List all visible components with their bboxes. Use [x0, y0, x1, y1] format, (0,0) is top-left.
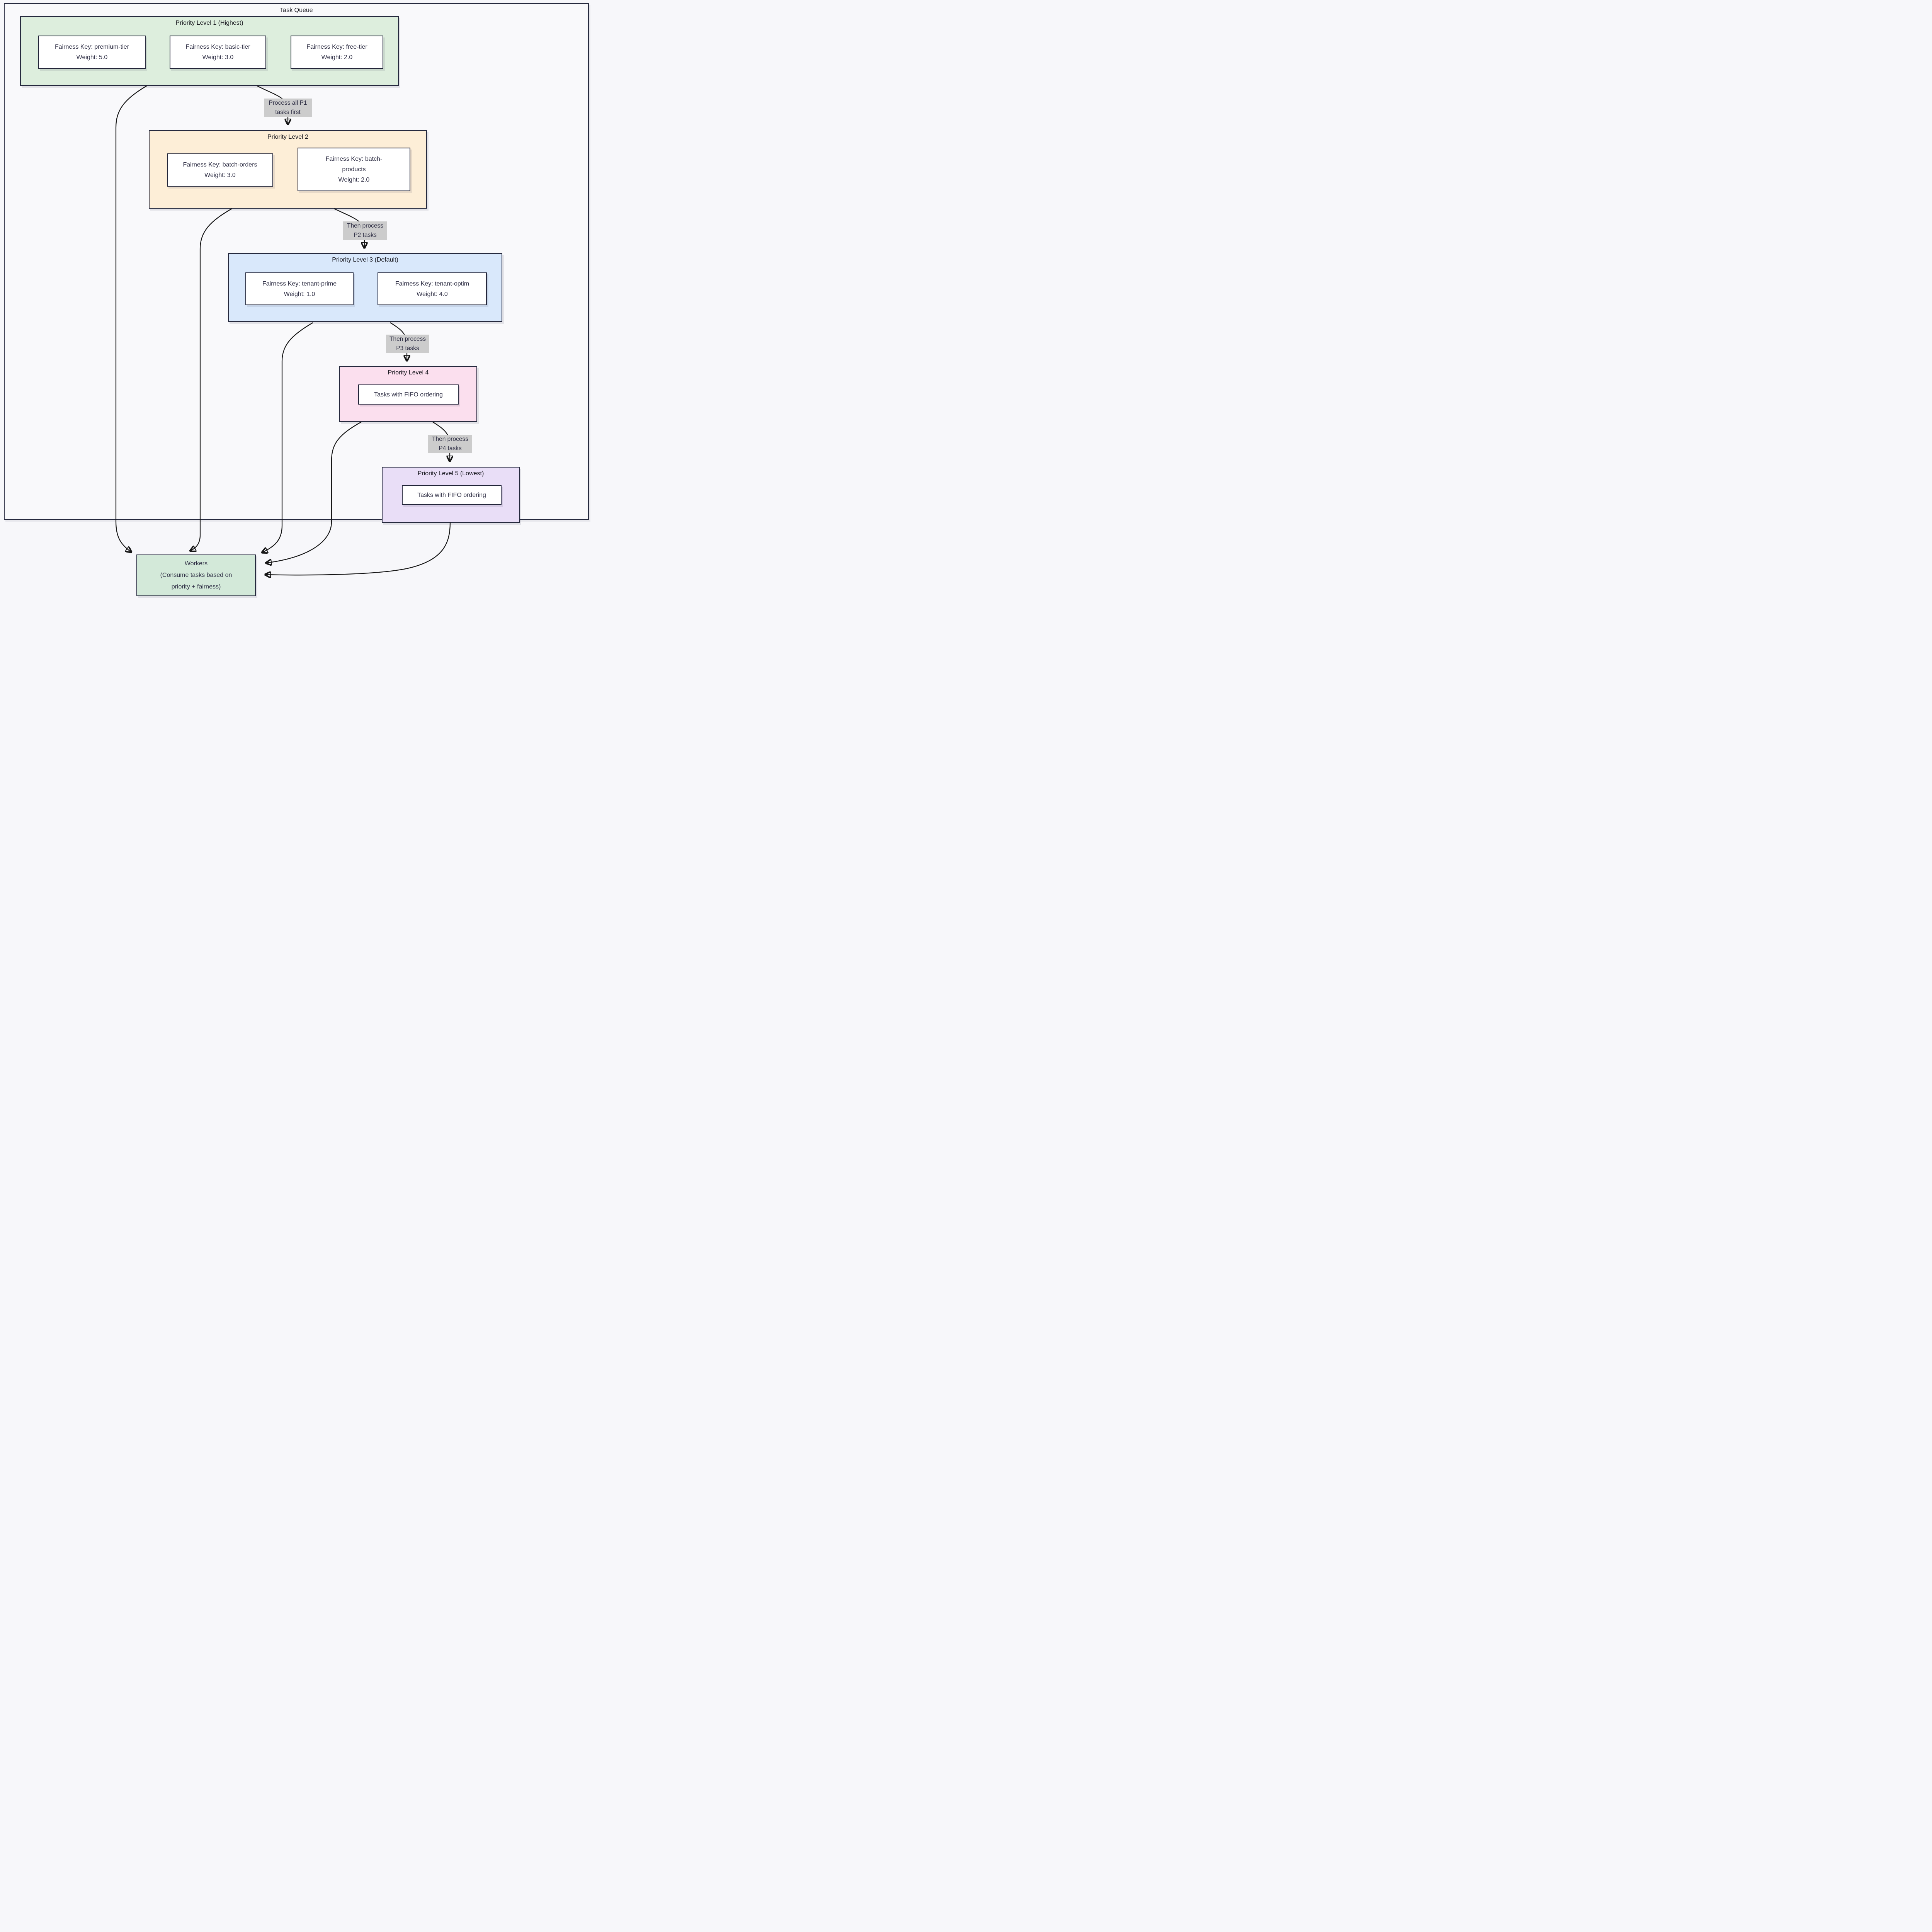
edge-label-process-p3: Then process P3 tasks	[386, 335, 429, 353]
fairness-node-batch-orders: Fairness Key: batch-orders Weight: 3.0	[167, 153, 273, 187]
node-text-line: products	[342, 166, 366, 173]
cluster-priority-4-title: Priority Level 4	[388, 369, 429, 376]
node-text-line: Weight: 3.0	[204, 172, 236, 179]
node-text-line: Weight: 2.0	[338, 177, 370, 183]
task-queue-title: Task Queue	[280, 7, 313, 14]
node-text-line: Tasks with FIFO ordering	[374, 391, 443, 398]
edge-p5-to-workers	[265, 522, 451, 575]
node-text-line: Fairness Key: batch-orders	[183, 162, 257, 168]
node-text-line: Fairness Key: batch-	[325, 156, 383, 162]
edge-label-line: P3 tasks	[396, 345, 419, 352]
cluster-priority-1: Priority Level 1 (Highest) Fairness Key:…	[20, 16, 399, 86]
node-text-line: Workers	[184, 560, 208, 567]
node-text-line: Weight: 3.0	[202, 54, 234, 61]
node-text-line: Weight: 4.0	[417, 291, 448, 298]
cluster-priority-2-title: Priority Level 2	[267, 134, 308, 140]
node-text-line: Weight: 2.0	[321, 54, 353, 61]
edge-label-process-p1: Process all P1 tasks first	[264, 99, 312, 117]
edge-label-process-p2: Then process P2 tasks	[343, 221, 387, 240]
fairness-node-basic-tier: Fairness Key: basic-tier Weight: 3.0	[170, 36, 266, 69]
cluster-priority-5: Priority Level 5 (Lowest) Tasks with FIF…	[382, 467, 520, 523]
node-text-line: Fairness Key: basic-tier	[185, 44, 250, 50]
diagram-canvas: Task Queue Priority Level 1 (Highest) Fa…	[0, 0, 596, 601]
edge-label-line: Then process	[347, 223, 383, 229]
edge-label-line: Then process	[389, 336, 426, 342]
cluster-priority-5-title: Priority Level 5 (Lowest)	[417, 470, 484, 477]
fairness-node-batch-products: Fairness Key: batch- products Weight: 2.…	[298, 148, 410, 191]
cluster-priority-3: Priority Level 3 (Default) Fairness Key:…	[228, 253, 502, 322]
edge-label-process-p4: Then process P4 tasks	[428, 435, 472, 453]
fifo-node-p5: Tasks with FIFO ordering	[402, 485, 502, 505]
cluster-priority-2: Priority Level 2 Fairness Key: batch-ord…	[149, 130, 427, 209]
fifo-node-p4: Tasks with FIFO ordering	[358, 384, 459, 405]
edge-label-line: P2 tasks	[354, 232, 377, 238]
node-text-line: Fairness Key: premium-tier	[54, 44, 129, 50]
node-text-line: (Consume tasks based on	[160, 572, 232, 578]
node-text-line: Fairness Key: tenant-optim	[395, 280, 469, 287]
edge-label-line: tasks first	[275, 109, 301, 116]
node-text-line: Fairness Key: tenant-prime	[262, 280, 337, 287]
node-text-line: priority + fairness)	[171, 583, 221, 590]
node-text-line: Tasks with FIFO ordering	[417, 492, 486, 498]
node-text-line: Fairness Key: free-tier	[306, 44, 367, 50]
node-text-line: Weight: 1.0	[284, 291, 315, 298]
fairness-node-free-tier: Fairness Key: free-tier Weight: 2.0	[291, 36, 383, 69]
cluster-priority-1-title: Priority Level 1 (Highest)	[175, 20, 243, 26]
fairness-node-tenant-optim: Fairness Key: tenant-optim Weight: 4.0	[378, 272, 487, 305]
edge-label-line: P4 tasks	[439, 445, 462, 452]
node-text-line: Weight: 5.0	[76, 54, 108, 61]
workers-node: Workers (Consume tasks based on priority…	[136, 554, 256, 596]
edge-label-line: Then process	[432, 436, 468, 442]
cluster-priority-4: Priority Level 4 Tasks with FIFO orderin…	[339, 366, 477, 422]
fairness-node-tenant-prime: Fairness Key: tenant-prime Weight: 1.0	[245, 272, 354, 305]
edge-label-line: Process all P1	[269, 100, 307, 106]
cluster-priority-3-title: Priority Level 3 (Default)	[332, 257, 398, 263]
fairness-node-premium-tier: Fairness Key: premium-tier Weight: 5.0	[38, 36, 146, 69]
